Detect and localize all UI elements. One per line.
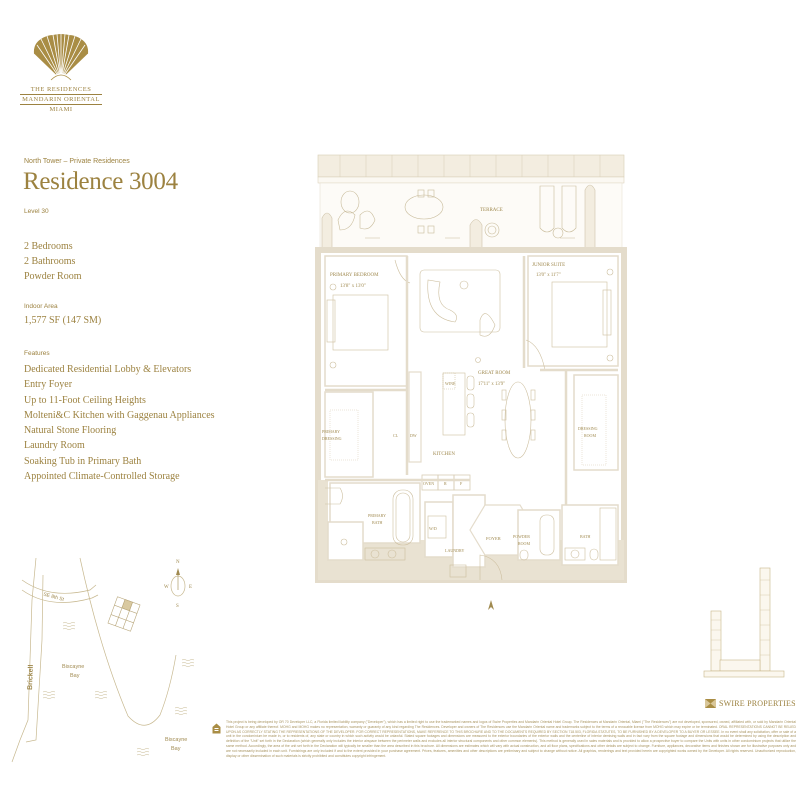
legal-disclaimer: This project is being developed by OR 70… <box>226 720 796 758</box>
floor-plan: TERRACE PRIMARY BEDROOM 13'8" x 13'0" GR… <box>315 154 627 610</box>
developer-name: SWIRE PROPERTIES <box>719 699 796 708</box>
logo-line-2: MANDARIN ORIENTAL <box>20 94 102 105</box>
label-oven: OVEN <box>423 481 434 486</box>
indoor-area-label: Indoor Area <box>24 303 58 310</box>
label-foyer: FOYER <box>486 536 501 541</box>
label-dressing-room-2: ROOM <box>584 433 596 438</box>
label-powder-room-2: ROOM <box>518 541 530 546</box>
bedrooms-count: 2 Bedrooms <box>24 241 73 252</box>
site-block-icon <box>107 596 141 632</box>
compass-south: S <box>176 604 179 609</box>
label-bath: BATH <box>580 534 591 539</box>
label-refrigerator: R <box>444 481 447 486</box>
bathrooms-count: 2 Bathrooms <box>24 256 76 267</box>
water-wave-icon <box>42 622 195 756</box>
logo-line-1: THE RESIDENCES <box>30 86 92 93</box>
compass-icon: N S E W <box>164 560 192 609</box>
brand-logo: THE RESIDENCES MANDARIN ORIENTAL MIAMI <box>20 34 102 114</box>
label-closet: CL <box>393 433 399 438</box>
label-primary-dressing-2: DRESSING <box>322 436 342 441</box>
feature-item: Entry Foyer <box>24 379 73 391</box>
label-junior-suite: JUNIOR SUITE <box>532 263 565 268</box>
entry-arrow-icon <box>488 600 494 610</box>
label-primary-dressing-1: PRIMARY <box>322 429 340 434</box>
label-primary-bedroom: PRIMARY BEDROOM <box>330 273 379 278</box>
label-primary-bedroom-dims: 13'8" x 13'0" <box>340 284 366 289</box>
location-map: SE 8th St Brickell Biscayne Bay Biscayne… <box>11 557 195 763</box>
label-terrace: TERRACE <box>480 208 503 213</box>
feature-item: Dedicated Residential Lobby & Elevators <box>24 364 192 375</box>
towers-illustration <box>703 567 785 678</box>
label-washer-dryer: W/D <box>429 526 437 531</box>
logo-line-3: MIAMI <box>49 106 73 113</box>
map-street-label: SE 8th St <box>43 592 66 603</box>
label-laundry: LAUNDRY <box>445 548 464 553</box>
swire-mark-icon <box>705 699 716 708</box>
room-summary: 2 Bedrooms 2 Bathrooms Powder Room <box>24 239 82 284</box>
feature-item: Laundry Room <box>24 440 85 452</box>
feature-item: Appointed Climate-Controlled Storage <box>24 471 180 483</box>
features-label: Features <box>24 350 50 357</box>
indoor-area-value: 1,577 SF (147 SM) <box>24 315 102 326</box>
label-kitchen: KITCHEN <box>433 452 455 457</box>
feature-item: Up to 11-Foot Ceiling Heights <box>24 394 146 406</box>
level-label: Level 30 <box>24 208 49 215</box>
swire-properties-logo: SWIRE PROPERTIES <box>705 699 796 708</box>
label-dw: DW <box>410 433 417 438</box>
feature-item: Soaking Tub in Primary Bath <box>24 455 142 467</box>
compass-east: E <box>189 585 192 590</box>
features-list: Dedicated Residential Lobby & Elevators … <box>24 362 215 484</box>
label-dressing-room-1: DRESSING <box>578 426 598 431</box>
map-bay-label-2: Biscayne <box>165 737 187 743</box>
label-great-room-dims: 17'11" x 13'9" <box>478 382 505 387</box>
label-primary-bath-2: BATH <box>372 520 383 525</box>
fan-logo-icon <box>33 34 89 81</box>
map-brickell-label: Brickell <box>27 664 35 690</box>
compass-north: N <box>176 560 180 565</box>
map-bay-label-1: Biscayne <box>62 664 84 670</box>
compass-west: W <box>164 585 169 590</box>
powder-room: Powder Room <box>24 271 82 282</box>
label-junior-suite-dims: 13'0" x 11'7" <box>536 273 561 278</box>
map-bay-label-1b: Bay <box>70 673 80 679</box>
equal-housing-icon <box>212 723 221 734</box>
label-great-room: GREAT ROOM <box>478 371 511 376</box>
label-powder-room-1: POWDER <box>513 534 530 539</box>
label-primary-bath-1: PRIMARY <box>368 513 386 518</box>
page-title: Residence 3004 <box>23 168 178 195</box>
label-freezer: F <box>460 481 463 486</box>
feature-item: Molteni&C Kitchen with Gaggenau Applianc… <box>24 409 215 421</box>
map-bay-label-2b: Bay <box>171 746 181 752</box>
label-wine: WINE <box>445 381 456 386</box>
tower-subtitle: North Tower – Private Residences <box>24 158 130 165</box>
feature-item: Natural Stone Flooring <box>24 425 117 437</box>
